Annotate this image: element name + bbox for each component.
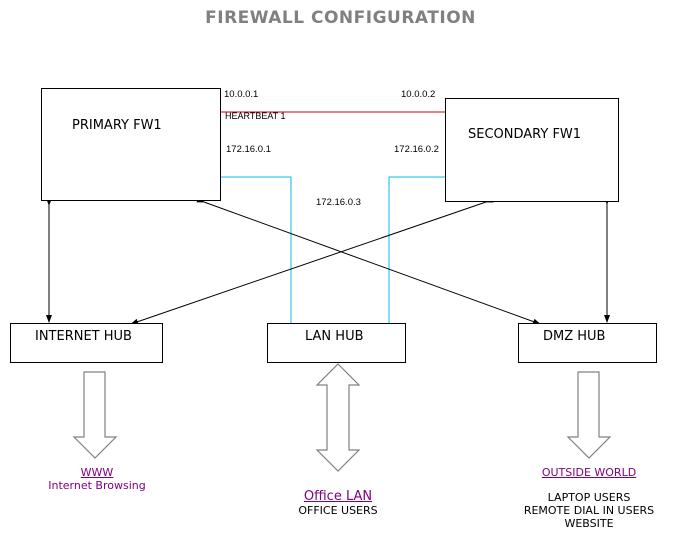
secondary-internet-arrow [130,196,494,325]
lan-link-secondary [388,176,445,323]
outside-world-link[interactable]: OUTSIDE WORLD [541,466,637,479]
secondary-heartbeat-ip: 10.0.0.2 [401,89,436,100]
lan-destination: Office LAN OFFICE USERS [258,489,418,517]
primary-firewall-box: PRIMARY FW1 [41,88,221,201]
website-text: WEBSITE [564,517,614,530]
dmz-hub-box: DMZ HUB [518,323,657,363]
primary-lan-ip: 172.16.0.1 [226,144,271,155]
internet-down-block-arrow [72,371,118,459]
internet-hub-label: INTERNET HUB [35,329,132,344]
primary-dmz-arrow [196,196,541,325]
secondary-lan-ip: 172.16.0.2 [394,144,439,155]
office-lan-link[interactable]: Office LAN [303,489,373,504]
remote-dial-in-users-text: REMOTE DIAL IN USERS [523,504,655,517]
lan-link-primary [220,176,292,323]
dmz-destination: OUTSIDE WORLD LAPTOP USERS REMOTE DIAL I… [518,466,660,530]
www-link[interactable]: WWW [80,466,114,479]
internet-destination: WWW Internet Browsing [22,466,172,492]
secondary-firewall-box: SECONDARY FW1 [445,98,619,202]
laptop-users-text: LAPTOP USERS [547,491,631,504]
internet-hub-box: INTERNET HUB [10,323,163,363]
heartbeat-label: HEARTBEAT 1 [225,111,286,121]
lan-bidirectional-block-arrow [315,363,361,472]
secondary-firewall-label: SECONDARY FW1 [468,127,582,142]
primary-firewall-label: PRIMARY FW1 [72,118,162,133]
lan-hub-box: LAN HUB [267,323,406,363]
page-title: FIREWALL CONFIGURATION [205,8,476,28]
dmz-down-block-arrow [566,371,612,459]
office-users-text: OFFICE USERS [298,504,378,517]
lan-link-ip: 172.16.0.3 [316,197,361,208]
dmz-hub-label: DMZ HUB [543,329,606,344]
internet-browsing-text: Internet Browsing [48,479,146,492]
primary-heartbeat-ip: 10.0.0.1 [224,89,259,100]
lan-hub-label: LAN HUB [305,329,364,344]
